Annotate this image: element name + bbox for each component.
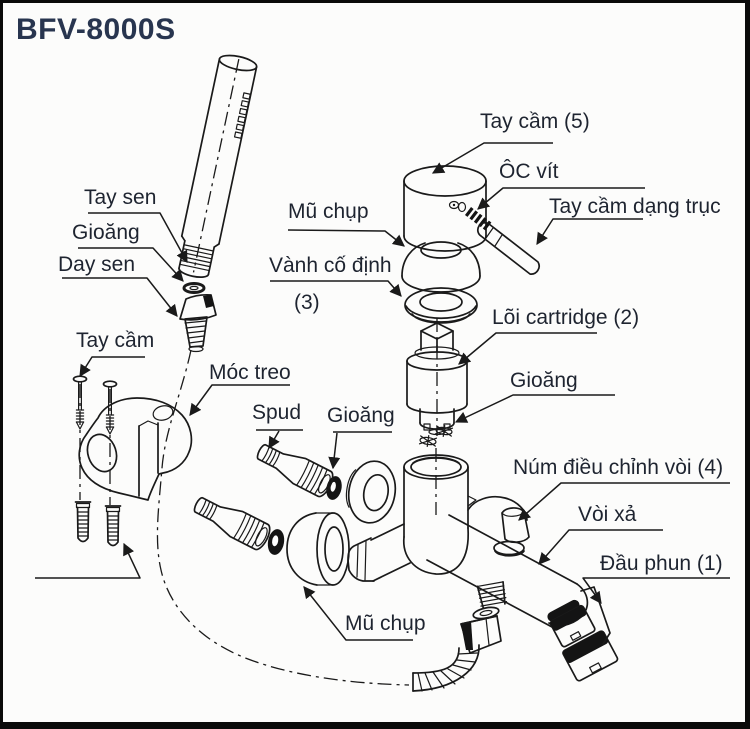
spud-oring-1-drawing bbox=[326, 476, 342, 500]
handle-cap-drawing bbox=[403, 165, 487, 252]
label-oc-vit: ÔC vít bbox=[499, 160, 559, 183]
leader-dau-phun bbox=[582, 577, 730, 604]
faucet-body-drawing bbox=[347, 448, 528, 582]
label-tay-cam-dang-truc: Tay cầm dạng trục bbox=[549, 195, 721, 218]
leader-moc-treo bbox=[189, 384, 290, 416]
wand-buttons bbox=[233, 92, 251, 139]
label-ref-3: (3) bbox=[294, 291, 320, 314]
leader-tay-cam-dang-truc bbox=[536, 218, 643, 246]
wall-bracket-drawing bbox=[78, 397, 193, 501]
hose-centerline bbox=[156, 349, 410, 686]
ring-washer-drawing bbox=[345, 460, 397, 524]
outlet-assembly-drawing bbox=[412, 581, 508, 692]
leader-day-sen bbox=[62, 277, 178, 317]
cartridge-drawing bbox=[406, 318, 468, 436]
wall-anchors-drawing bbox=[74, 501, 122, 547]
label-vanh-co-dinh: Vành cố định bbox=[269, 254, 392, 277]
wand-gasket-drawing bbox=[182, 282, 206, 294]
label-gioang-2: Gioăng bbox=[327, 404, 395, 427]
leader-mu-chup-top bbox=[287, 229, 405, 247]
spray-head-brace bbox=[580, 586, 611, 645]
label-moc-treo: Móc treo bbox=[209, 361, 291, 384]
leader-tay-sen bbox=[88, 212, 188, 264]
adjust-knob-drawing bbox=[493, 507, 530, 557]
label-mu-chup-bottom: Mũ chụp bbox=[345, 612, 426, 635]
leader-num-dieu-chinh bbox=[518, 482, 730, 521]
leader-gioang-1 bbox=[78, 247, 184, 282]
label-tay-cam-left: Tay cầm bbox=[76, 329, 155, 352]
label-loi-cartridge: Lõi cartridge (2) bbox=[492, 306, 640, 329]
label-tay-sen: Tay sen bbox=[84, 186, 157, 209]
spray-head-drawing bbox=[547, 586, 619, 682]
spud-2-drawing bbox=[189, 490, 274, 553]
leader-spud bbox=[268, 430, 280, 450]
label-spud: Spud bbox=[252, 401, 302, 424]
shower-wand-drawing bbox=[178, 54, 258, 278]
leader-gioang-3 bbox=[454, 394, 615, 423]
label-gioang-3: Gioăng bbox=[510, 369, 578, 392]
leader-tay-cam-5 bbox=[431, 142, 553, 174]
label-tay-cam-5: Tay cầm (5) bbox=[480, 110, 590, 133]
label-day-sen: Day sen bbox=[58, 253, 136, 276]
leader-loi-cartridge bbox=[458, 332, 597, 365]
label-num-dieu-chinh: Núm điều chỉnh vòi (4) bbox=[513, 456, 724, 479]
hose-nut-drawing bbox=[460, 615, 502, 654]
hose-connector-drawing bbox=[179, 293, 217, 353]
lock-ring-drawing bbox=[404, 287, 478, 324]
handle-shaft-drawing bbox=[476, 221, 540, 275]
leader-lines bbox=[35, 142, 730, 641]
leader-wall-anchor bbox=[35, 542, 141, 579]
cap-ring-drawing bbox=[401, 241, 481, 293]
screw-axis-lines bbox=[79, 384, 111, 505]
label-mu-chup-top: Mũ chụp bbox=[288, 200, 369, 223]
leader-vanh-co-dinh bbox=[270, 280, 402, 297]
leader-tay-cam-left bbox=[79, 356, 145, 378]
label-gioang-1: Gioăng bbox=[72, 221, 140, 244]
label-voi-xa: Vòi xả bbox=[578, 503, 637, 526]
leader-mu-chup-bottom bbox=[303, 586, 413, 641]
leader-gioang-2 bbox=[328, 432, 341, 470]
leader-voi-xa bbox=[538, 529, 663, 565]
label-dau-phun: Đầu phun (1) bbox=[600, 552, 723, 575]
handle-screw-drawing bbox=[457, 201, 493, 231]
flex-hose-drawing bbox=[412, 644, 480, 692]
bottom-cap-drawing bbox=[286, 512, 350, 586]
leader-oc-vit bbox=[477, 187, 645, 210]
spud-1-drawing bbox=[252, 437, 337, 500]
model-title: BFV-8000S bbox=[16, 13, 176, 46]
spud-oring-2-drawing bbox=[267, 529, 285, 555]
